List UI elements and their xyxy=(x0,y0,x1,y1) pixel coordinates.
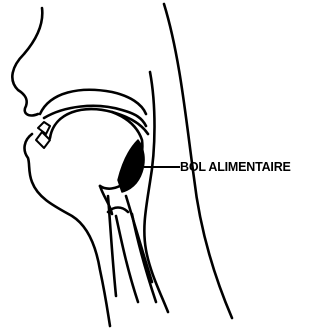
food-bolus xyxy=(118,140,144,192)
esophagus-outline xyxy=(126,196,152,282)
nasal-cavity-outline xyxy=(40,90,146,114)
lower-tooth xyxy=(36,132,50,148)
callout-label: BOL ALIMENTAIRE xyxy=(180,161,291,174)
face-profile-outline xyxy=(12,8,110,326)
upper-tooth xyxy=(38,122,50,134)
